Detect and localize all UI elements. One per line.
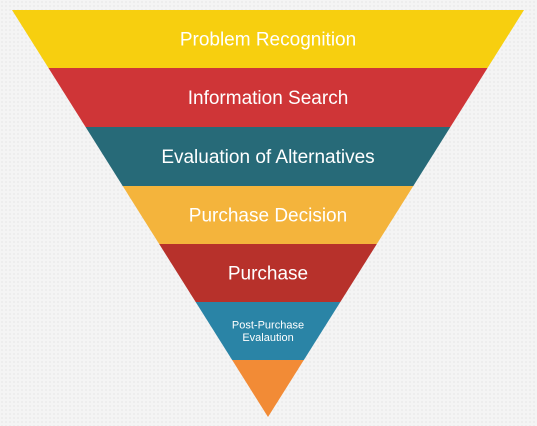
funnel-layer-6 [195, 302, 341, 360]
funnel-layer-3 [85, 127, 451, 186]
funnel-layer-2-label: Information Search [188, 88, 349, 109]
funnel-layer-2 [48, 68, 488, 127]
funnel-layer-5-label: Purchase [228, 264, 308, 285]
funnel-layer-5 [159, 244, 377, 302]
funnel-layer-4-label: Purchase Decision [189, 206, 347, 227]
funnel-layer-6-label-line: Evalaution [242, 332, 293, 344]
funnel-layer-1-label: Problem Recognition [180, 30, 356, 51]
funnel-layer-4 [122, 186, 414, 244]
funnel-layer-6-label-line: Post-Purchase [232, 320, 304, 332]
funnel-layer-7 [232, 360, 304, 417]
funnel-layer-1 [12, 10, 524, 68]
funnel-layer-3-label: Evaluation of Alternatives [161, 147, 374, 168]
